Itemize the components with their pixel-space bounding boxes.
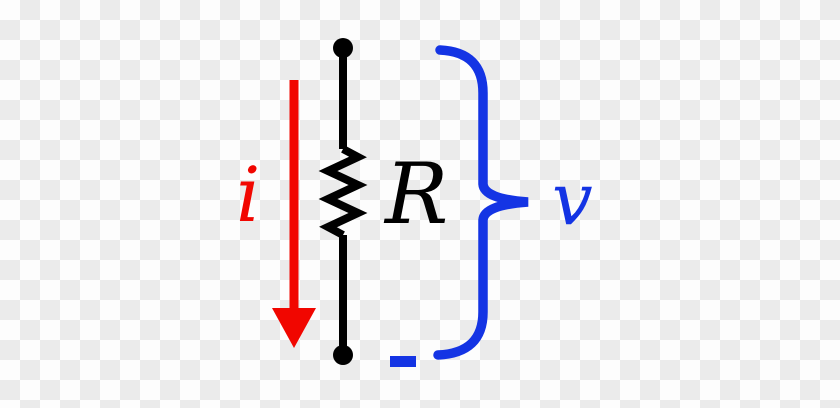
current-label: i bbox=[236, 150, 260, 239]
resistance-label: R bbox=[383, 145, 448, 243]
current-arrow bbox=[272, 80, 316, 348]
resistor-branch bbox=[318, 38, 368, 365]
minus-sign bbox=[390, 356, 416, 367]
voltage-label: v bbox=[552, 157, 593, 241]
bottom-terminal-dot bbox=[333, 345, 353, 365]
current-arrowhead-icon bbox=[272, 308, 316, 348]
resistor-zigzag bbox=[318, 145, 368, 239]
voltage-brace bbox=[433, 45, 529, 360]
